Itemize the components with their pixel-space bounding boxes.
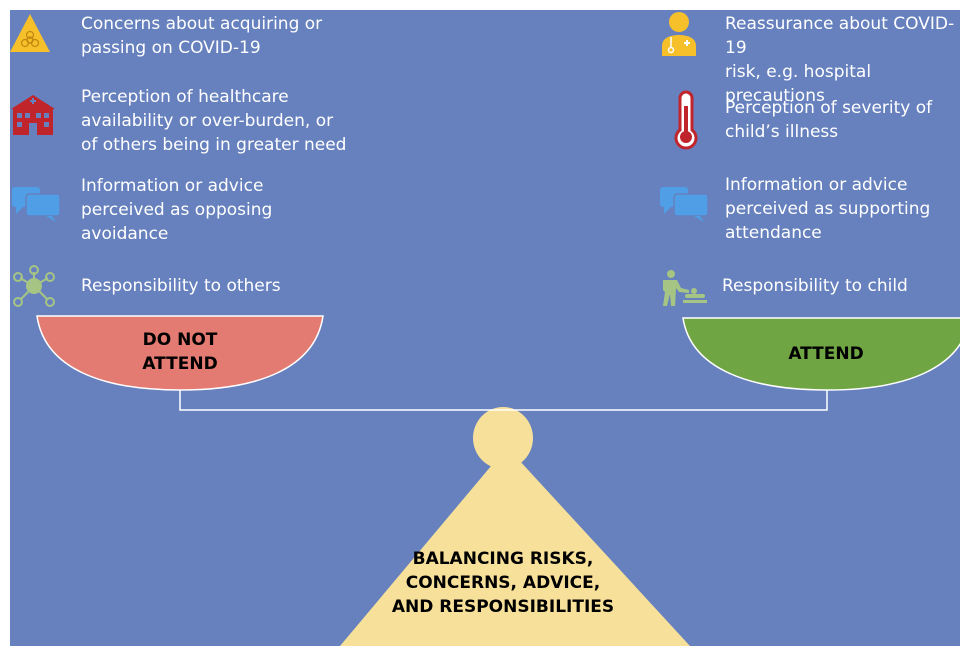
left-pan-label: DO NOT ATTEND [142,330,218,374]
right-pan-label: ATTEND [788,344,864,364]
speech-bubbles-icon [660,187,709,222]
left-factor-text: Perception of healthcare availability or… [81,87,347,155]
right-pan [682,317,960,391]
balance-label: BALANCING RISKS, CONCERNS, ADVICE, AND R… [391,549,615,617]
left-factor-text: Responsibility to others [81,276,281,296]
scale-illustration [10,12,960,646]
right-factor-text: Information or advice perceived as suppo… [725,175,931,243]
thermometer-icon [674,90,698,150]
diagram-canvas: Concerns about acquiring or passing on C… [10,10,960,646]
right-factor-text: Responsibility to child [722,276,908,296]
network-people-icon [13,265,55,307]
left-pan [36,315,324,391]
parent-child-icon [663,270,707,306]
balance-beam [179,380,828,411]
pivot-ball [473,407,533,469]
left-factor-text: Information or advice perceived as oppos… [81,176,273,244]
fulcrum-base [340,447,690,646]
biohazard-icon [10,14,50,52]
speech-bubbles-icon [12,187,61,222]
right-factor-text: Reassurance about COVID-19 risk, e.g. ho… [725,14,955,106]
hospital-icon [11,95,55,135]
doctor-icon [662,12,696,56]
left-factor-text: Concerns about acquiring or passing on C… [81,14,323,58]
right-factor-text: Perception of severity of child’s illnes… [725,98,933,142]
